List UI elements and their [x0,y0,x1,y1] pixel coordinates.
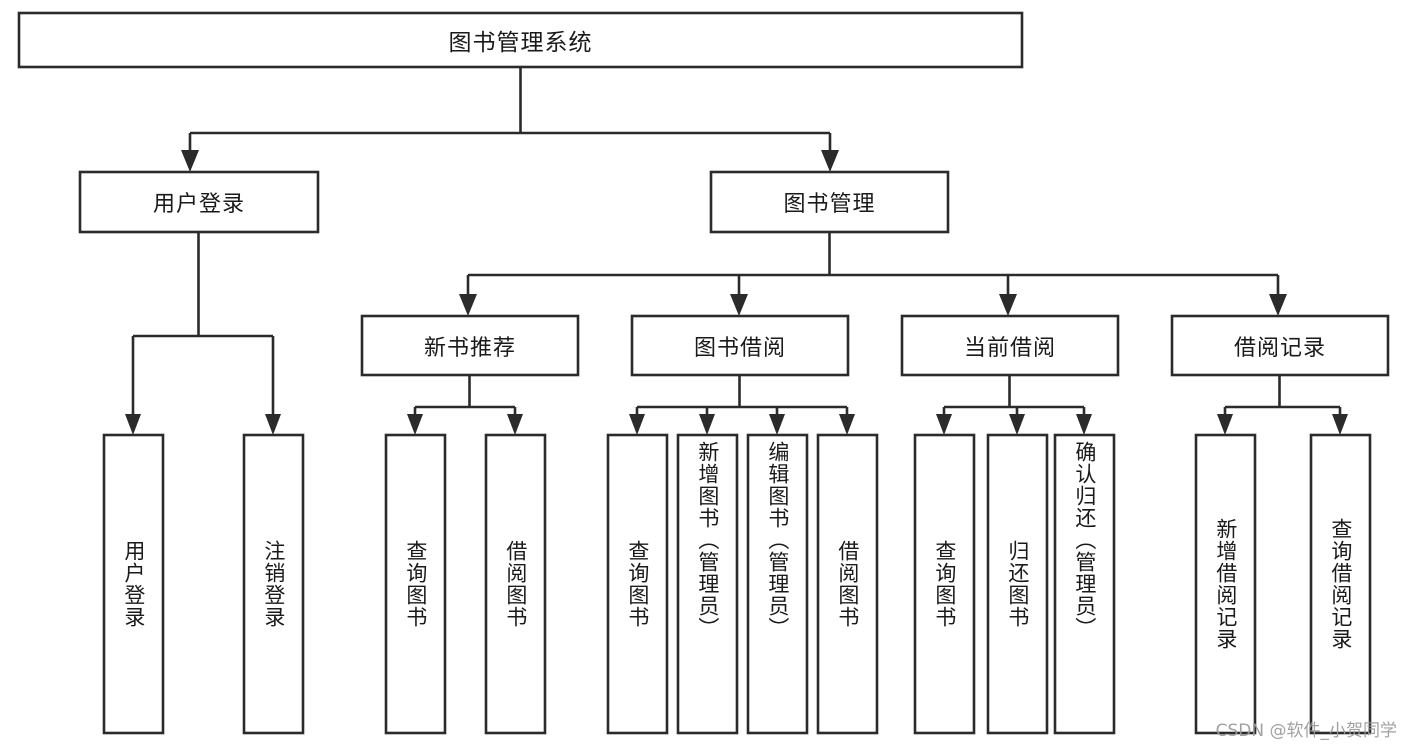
connector-group-currentborrow-to-leaves [936,375,1092,435]
arrow-head-book-borrow [730,294,748,316]
node-box-leaf-add-book[interactable] [676,433,739,735]
connector-group-root-to-level2 [181,67,839,172]
node-box-leaf-borrow-book-2[interactable] [816,433,879,735]
arrow-head-user-login [181,150,199,172]
watermark-credit: CSDN @软件_小贺同学 [1215,721,1397,741]
arrow-head-leaf-borrow-book-2 [839,414,855,435]
node-box-user-login[interactable] [78,170,320,234]
node-box-leaf-query-borrow-record[interactable] [1309,433,1372,735]
arrow-head-leaf-query-book-1 [407,414,423,435]
node-box-leaf-user-login[interactable] [102,433,165,735]
node-box-leaf-add-borrow-record[interactable] [1194,433,1257,735]
node-box-leaf-borrow-book-1[interactable] [484,433,547,735]
arrow-head-leaf-confirm-return [1076,414,1092,435]
node-box-new-book-recommend[interactable] [360,314,580,377]
node-box-leaf-edit-book[interactable] [746,433,809,735]
node-box-leaf-confirm-return[interactable] [1053,433,1116,735]
node-box-leaf-return-book[interactable] [986,433,1049,735]
connector-group-bookmgmt-to-level3 [459,232,1287,316]
node-box-root-system[interactable] [17,11,1024,69]
arrow-head-book-mgmt [821,150,839,172]
node-box-leaf-query-book-3[interactable] [913,433,976,735]
node-box-leaf-query-book-2[interactable] [606,433,669,735]
arrow-head-current-borrow [999,294,1017,316]
arrow-head-leaf-query-book-3 [936,414,952,435]
node-box-book-management[interactable] [709,170,950,234]
connector-group-newbook-to-leaves [407,375,523,435]
arrow-head-leaf-return-book [1009,414,1025,435]
node-box-borrow-record[interactable] [1170,314,1390,377]
arrow-head-borrow-record [1269,294,1287,316]
node-box-book-borrow[interactable] [630,314,850,377]
node-box-leaf-logout[interactable] [242,433,305,735]
arrow-head-leaf-query-record [1332,414,1348,435]
arrow-head-leaf-add-book [699,414,715,435]
connector-group-userlogin-to-leaves [125,232,281,435]
connector-group-bookborrow-to-leaves [629,375,855,435]
arrow-head-leaf-query-book-2 [629,414,645,435]
arrow-head-new-book-rec [459,294,477,316]
node-box-current-borrow[interactable] [900,314,1120,377]
connector-group-borrowrecord-to-leaves [1217,375,1348,435]
arrow-head-leaf-logout [265,414,281,435]
arrow-head-leaf-borrow-book-1 [507,414,523,435]
arrow-head-leaf-edit-book [769,414,785,435]
node-box-leaf-query-book-1[interactable] [384,433,447,735]
arrow-head-leaf-user-login [125,414,141,435]
arrow-head-leaf-add-record [1217,414,1233,435]
